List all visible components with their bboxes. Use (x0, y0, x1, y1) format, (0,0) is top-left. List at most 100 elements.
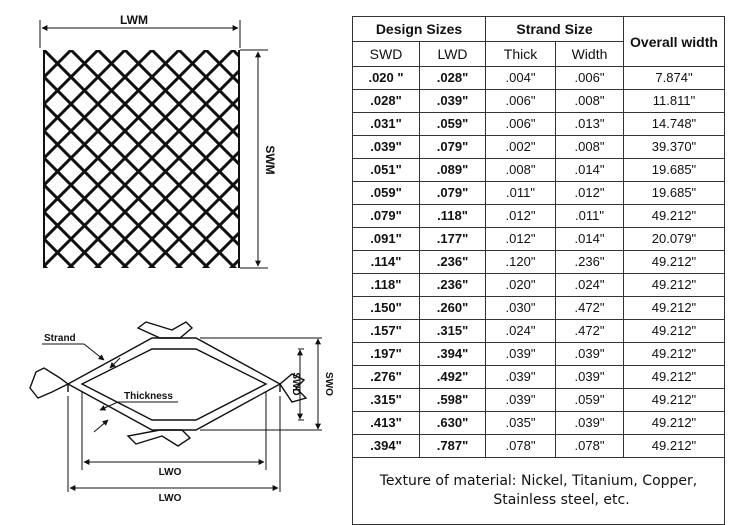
swd-cell: .315" (352, 388, 420, 412)
width-cell: .039" (555, 342, 624, 366)
width-cell: .008" (555, 89, 624, 113)
overall-width-cell: 49.212" (623, 296, 725, 320)
material-note: Texture of material: Nickel, Titanium, C… (352, 457, 725, 525)
lwd-cell: .039" (419, 89, 486, 113)
spec-table: Design Sizes Strand Size Overall width S… (352, 16, 725, 525)
overall-width-header: Overall width (623, 16, 725, 67)
thick-cell: .039" (485, 365, 556, 389)
lwd-cell: .079" (419, 181, 486, 205)
table-row: .150".260".030".472"49.212" (352, 296, 725, 320)
table-row: .079".118".012".011"49.212" (352, 204, 725, 228)
lwd-cell: .787" (419, 434, 486, 458)
mesh-diagram: LWM SWM SWD SWO (29, 13, 334, 504)
lwd-cell: .236" (419, 273, 486, 297)
overall-width-cell: 49.212" (623, 250, 725, 274)
width-cell: .011" (555, 204, 624, 228)
table-row: .051".089".008".014"19.685" (352, 158, 725, 182)
overall-width-cell: 49.212" (623, 365, 725, 389)
lwo-label: LWO (159, 493, 182, 504)
swd-cell: .020 " (352, 66, 420, 90)
lwd-cell: .089" (419, 158, 486, 182)
lwd-header: LWD (419, 41, 486, 67)
lwd-cell: .059" (419, 112, 486, 136)
lwd-cell: .177" (419, 227, 486, 251)
lwm-dimension: LWM (39, 13, 241, 48)
thickness-label: Thickness (124, 391, 173, 402)
lwd-cell: .630" (419, 411, 486, 435)
overall-width-cell: 49.212" (623, 204, 725, 228)
table-row: .031".059".006".013"14.748" (352, 112, 725, 136)
swo-label: SWO (323, 372, 334, 396)
width-cell: .472" (555, 319, 624, 343)
overall-width-cell: 19.685" (623, 158, 725, 182)
thick-cell: .030" (485, 296, 556, 320)
material-note-line2: Stainless steel, etc. (493, 492, 630, 508)
thick-cell: .004" (485, 66, 556, 90)
mesh-panel (43, 50, 240, 268)
lwd-cell: .394" (419, 342, 486, 366)
swd-cell: .079" (352, 204, 420, 228)
width-cell: .039" (555, 411, 624, 435)
thick-cell: .006" (485, 112, 556, 136)
swd-cell: .031" (352, 112, 420, 136)
width-cell: .012" (555, 181, 624, 205)
table-row: .118".236".020".024"49.212" (352, 273, 725, 297)
width-cell: .059" (555, 388, 624, 412)
width-cell: .236" (555, 250, 624, 274)
thick-cell: .012" (485, 204, 556, 228)
table-row: .157".315".024".472"49.212" (352, 319, 725, 343)
overall-width-cell: 49.212" (623, 319, 725, 343)
overall-width-cell: 19.685" (623, 181, 725, 205)
width-cell: .078" (555, 434, 624, 458)
table-row: .394".787".078".078"49.212" (352, 434, 725, 458)
width-cell: .006" (555, 66, 624, 90)
width-cell: .024" (555, 273, 624, 297)
thick-cell: .120" (485, 250, 556, 274)
lwd-cell: .315" (419, 319, 486, 343)
thick-cell: .039" (485, 388, 556, 412)
swd-cell: .039" (352, 135, 420, 159)
table-row: .315".598".039".059"49.212" (352, 388, 725, 412)
swd-header: SWD (352, 41, 420, 67)
note-row: Texture of material: Nickel, Titanium, C… (352, 457, 725, 525)
overall-width-cell: 39.370" (623, 135, 725, 159)
lwm-label: LWM (120, 13, 148, 27)
swd-cell: .394" (352, 434, 420, 458)
table-row: .413".630".035".039"49.212" (352, 411, 725, 435)
table-row: .091".177".012".014"20.079" (352, 227, 725, 251)
width-cell: .008" (555, 135, 624, 159)
thick-cell: .024" (485, 319, 556, 343)
width-header: Width (555, 41, 624, 67)
swd-cell: .051" (352, 158, 420, 182)
thick-cell: .002" (485, 135, 556, 159)
callouts (42, 343, 178, 433)
overall-width-cell: 20.079" (623, 227, 725, 251)
thick-cell: .006" (485, 89, 556, 113)
lwd-cell: .028" (419, 66, 486, 90)
overall-width-cell: 7.874" (623, 66, 725, 90)
strand-size-header: Strand Size (485, 16, 624, 42)
thick-cell: .008" (485, 158, 556, 182)
thick-cell: .012" (485, 227, 556, 251)
width-cell: .472" (555, 296, 624, 320)
lwd-cell: .598" (419, 388, 486, 412)
strand-label: Strand (44, 333, 76, 344)
thick-cell: .020" (485, 273, 556, 297)
width-cell: .013" (555, 112, 624, 136)
subheader-row: SWD LWD Thick Width (352, 41, 725, 67)
swd-cell: .118" (352, 273, 420, 297)
table-row: .197".394".039".039"49.212" (352, 342, 725, 366)
table-row: .276".492".039".039"49.212" (352, 365, 725, 389)
overall-width-cell: 49.212" (623, 273, 725, 297)
thick-cell: .078" (485, 434, 556, 458)
swd-cell: .028" (352, 89, 420, 113)
swd-cell: .276" (352, 365, 420, 389)
swd-cell: .413" (352, 411, 420, 435)
swd-label: SWD (290, 372, 301, 395)
thick-cell: .039" (485, 342, 556, 366)
swm-dimension: SWM (240, 49, 277, 269)
overall-width-cell: 14.748" (623, 112, 725, 136)
swo-dimension (200, 337, 322, 431)
lwd-label: LWO (159, 467, 182, 478)
material-note-line1: Texture of material: Nickel, Titanium, C… (379, 473, 698, 489)
